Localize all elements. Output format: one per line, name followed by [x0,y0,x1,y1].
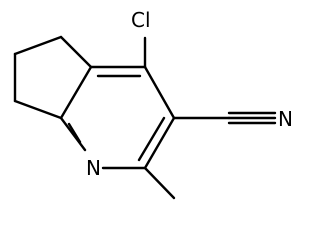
bond-c7a-c4a [59,65,93,120]
nitrile-nitrogen-atom-label: N [278,107,293,131]
bond-c4a-c5 [59,35,93,69]
bond-c7-c7a [13,99,63,120]
bond-n1-c7a-inner [67,122,82,144]
cyclopentane-ring [13,35,93,120]
bond-c3-c2-inner [137,116,166,162]
pyridine-ring [59,65,176,170]
substituents [143,36,277,200]
bond-c3-c2 [143,116,176,170]
bond-c5-c6 [13,35,63,56]
bond-c4-c3 [143,65,176,120]
ring-nitrogen-atom-label: N [86,156,101,180]
molecule-structure: Cl N N [13,8,293,200]
bond-c2-methyl [143,166,176,200]
bond-n1-c7a [59,116,87,152]
chlorine-atom-label: Cl [131,8,151,32]
